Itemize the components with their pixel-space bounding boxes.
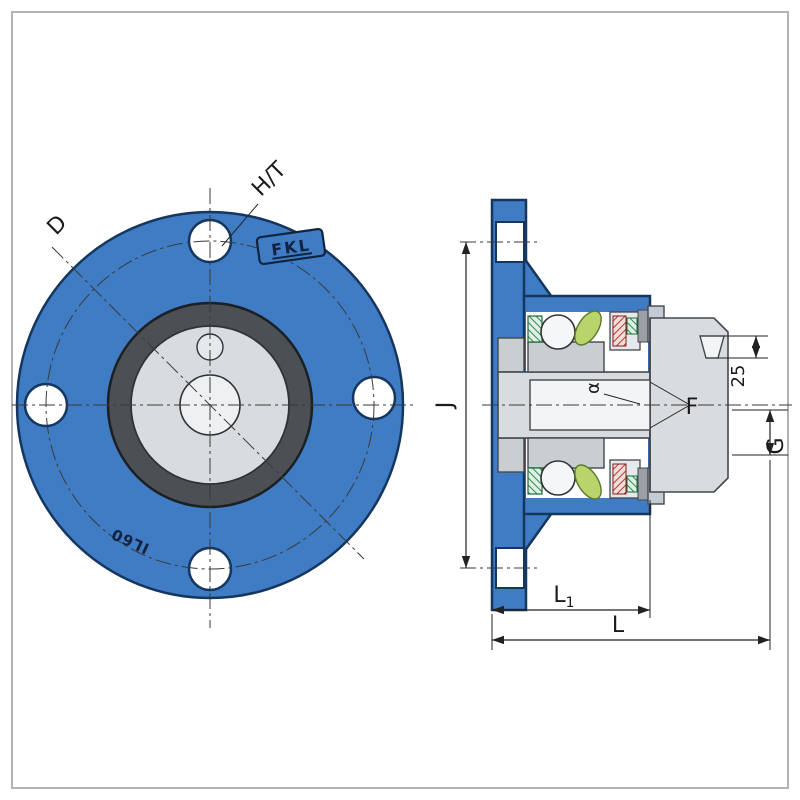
flange-shoulder-top [522,254,557,302]
seal-stack-top [609,311,641,351]
drawing-border [11,11,789,789]
dim-alpha: α [583,382,641,405]
label-d: D [43,211,73,241]
label-g: G [764,437,789,454]
spacer-top [497,337,525,373]
ht-leader-line [221,203,259,247]
slinger-top [637,309,649,343]
label-l1: L1 [553,583,574,611]
cone-line-lower [649,404,691,429]
spacer-bottom [497,437,525,473]
dim-l1: L1 [491,500,651,650]
label-ht: H/T [247,157,292,202]
left-seal-top [527,315,543,343]
seal-stack-bottom [609,459,641,499]
left-seal-bottom [527,467,543,495]
label-alpha: α [583,382,604,394]
cage-bottom [574,464,602,500]
slinger-bottom [637,467,649,501]
bearing-ball-bottom [540,460,576,496]
label-l: L [612,613,625,638]
label-j: J [433,402,458,411]
label-25: 25 [728,365,749,388]
dim-g: G [732,409,789,456]
brand-stamp: FKL [255,227,327,266]
dim-j: J [433,242,471,568]
cage-top [574,310,602,346]
cone-line-upper [649,381,691,406]
flange-shoulder-bottom [522,508,557,556]
bolt-hole-right [351,375,397,421]
dim-25: 25 [718,335,768,388]
bolt-circle [45,240,375,570]
bearing-ball-top [540,314,576,350]
dim-l: L [492,460,771,650]
diagonal-centerline [51,246,365,560]
front-view: D H/T FKL IL60 [12,157,416,628]
section-view: J α 25 F G L1 [433,198,792,650]
label-f: F [686,395,699,420]
